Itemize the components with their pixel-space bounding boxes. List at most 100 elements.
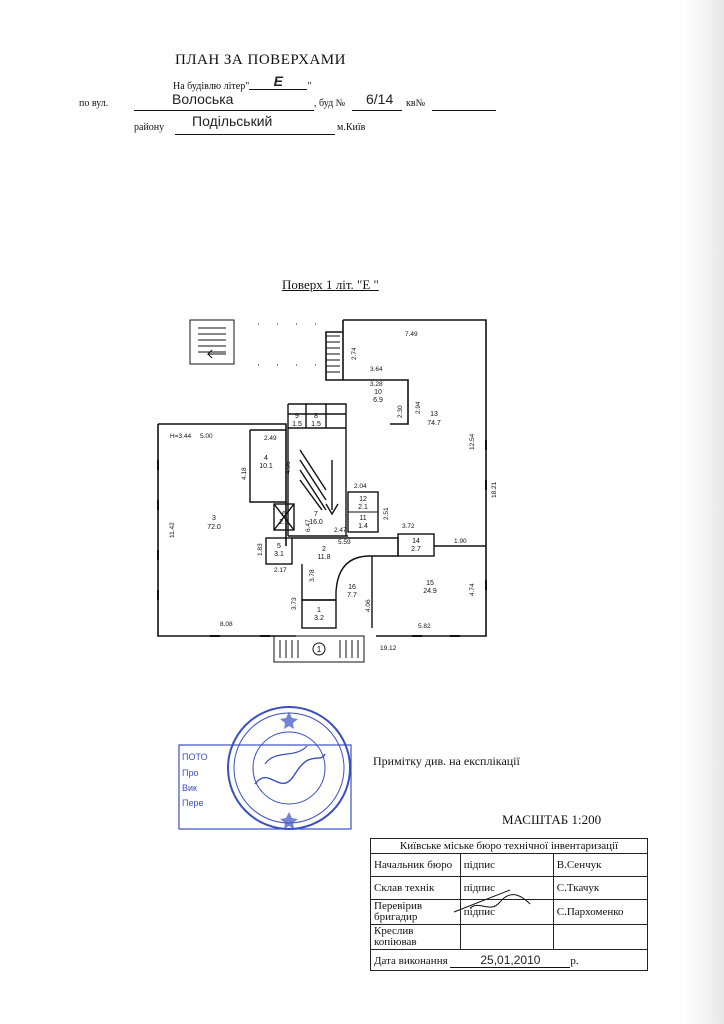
room-9-number: 9 [295,413,299,420]
dim-4-74: 4.74 [469,583,476,596]
date-value: 25,01,2010 [450,953,571,968]
room-4-outline [249,429,286,503]
window-marks [157,440,487,637]
room-15-area: 24.9 [423,588,437,595]
bureau-row-tech: Склав технік підпис С.Ткачук [370,876,649,900]
district-underline [175,134,335,135]
apt-label: кв№ [406,98,426,109]
district-prefix: району [134,122,165,133]
dim-3-72: 3.72 [402,523,415,530]
stair-13 [326,335,340,373]
bureau-row-copy: Креслив копіював [370,924,649,950]
dim-2-94: 2.94 [415,401,422,414]
bureau-name-1: В.Сенчук [552,853,649,877]
dim-5-59: 5.59 [338,539,351,546]
dim-1-83: 1.83 [257,543,264,556]
dim-2-17: 2.17 [274,567,287,574]
room-1-number: 1 [317,607,321,614]
dim-4-06-a: 4.06 [285,461,292,474]
room-5-number: 5 [277,543,281,550]
room-11-area: 1.4 [358,523,368,530]
bureau-role-4: Креслив копіював [370,924,461,950]
floor-title: Поверх 1 літ. "Е " [282,277,379,292]
dim-3-64: 3.64 [370,366,383,373]
date-label: Дата виконання [374,954,448,967]
house-value: 6/14 [366,91,394,107]
bureau-name-4 [552,924,649,950]
building-suffix: " [307,81,312,92]
entrance-number: 1 [317,645,322,654]
date-suffix: р. [570,954,579,967]
house-label: , буд № [314,98,346,109]
room-3-outline [157,423,296,637]
dim-6-47: 6.47 [305,519,312,532]
room-4-area: 10.1 [259,463,273,470]
room-15-wall [371,545,486,628]
dim-18-21: 18.21 [491,481,498,498]
room-12-number: 12 [359,496,367,503]
room-8-number: 8 [314,413,318,420]
dim-2-74: 2.74 [351,347,358,360]
building-prefix: На будівлю літер" [173,81,250,92]
dim-3-28: 3.28 [370,381,383,388]
room-13-number: 13 [430,411,438,418]
room-5-outline [265,537,293,565]
room-5-area: 3.1 [274,551,284,558]
dim-3-73: 3.73 [291,597,298,610]
dim-2-04: 2.04 [354,483,367,490]
bureau-title: Київське міське бюро технічної інвентари… [370,838,648,854]
dim-height: H=3.44 [170,433,192,440]
room-16-number: 16 [348,584,356,591]
apt-underline [432,110,496,111]
central-core [273,403,348,537]
building-line: На будівлю літер"Е" [173,73,312,93]
room-16-area: 7.7 [347,592,357,599]
note: Примітку див. на експлікації [373,754,520,768]
dim-2-47: 2.47 [334,527,347,534]
city: м.Київ [337,122,366,133]
dim-11-42: 11.42 [169,522,176,538]
bureau-role-1: Начальник бюро [370,853,461,877]
room-14-number: 14 [412,538,420,545]
street-value: Волоська [172,91,234,107]
signature-strokes [453,889,531,913]
bureau-role-3: Перевірив бригадир [370,899,461,925]
floor-plan: 13 74.7 10 6.9 3 72.0 4 10.1 9 1.5 8 1.5… [157,319,498,663]
bureau-sig-1: підпис [459,853,554,877]
bureau-role-2: Склав технік [370,876,461,900]
room-14-outline [397,533,435,557]
room-13-area: 74.7 [427,420,441,427]
room-13-outline [325,319,487,637]
outer-stair [189,319,235,365]
room-3-number: 3 [212,515,216,522]
canopy-dots [258,323,328,366]
room-2-number: 2 [322,546,326,553]
room-10-area: 6.9 [373,397,383,404]
page-title: ПЛАН ЗА ПОВЕРХАМИ [175,52,346,68]
round-seal [227,706,351,830]
stamp-box-line-4: Пере [182,798,204,808]
room-3-area: 72.0 [207,524,221,531]
room-7-number: 7 [314,511,318,518]
room-1-area: 3.2 [314,615,324,622]
dim-7-49: 7.49 [405,331,418,338]
room-6-area: 2.9 [279,519,289,526]
dim-5-00: 5.00 [200,433,213,440]
dim-1-90: 1.90 [454,538,467,545]
room-14-area: 2.7 [411,546,421,553]
room-9-area: 1.5 [292,421,302,428]
room-10-number: 10 [374,389,382,396]
dim-4-06-b: 4.06 [365,599,372,612]
dim-12-54: 12.54 [469,433,476,450]
dim-2-49: 2.49 [264,435,277,442]
dim-8-08: 8.08 [220,621,233,628]
room-8-area: 1.5 [311,421,321,428]
entrance-marker [312,642,326,656]
dim-3-78: 3.78 [309,569,316,582]
stamp-box-line-1: ПОТО [182,752,208,762]
corridor-2 [292,537,399,601]
page-edge [684,0,724,1024]
scale: МАСШТАБ 1:200 [502,812,602,827]
